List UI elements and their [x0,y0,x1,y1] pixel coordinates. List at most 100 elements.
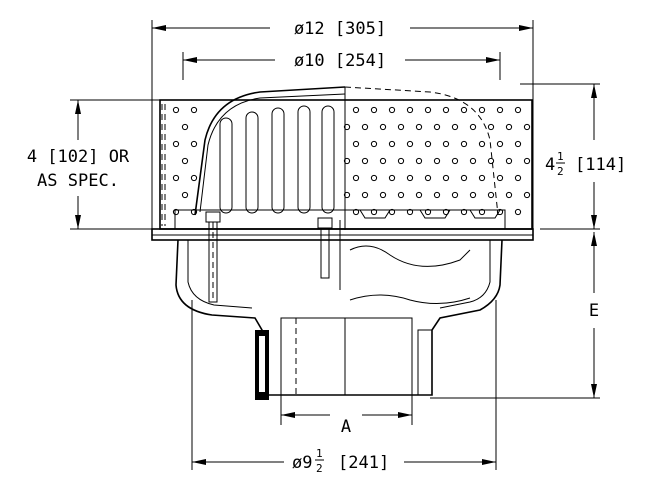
dome-height-dimension: 4 1 2 [114] [520,83,626,230]
perforation-hole [406,140,414,148]
dome-strainer [194,86,499,230]
perforation-hole [496,140,504,148]
perforation-hole [388,140,396,148]
perforation-hole [370,140,378,148]
perforation-hole [370,174,378,182]
perforation-hole [352,106,360,114]
perforation-hole [352,208,360,216]
dimension-a: A [280,395,413,437]
perforation-hole [352,140,360,148]
perforation-hole [406,174,414,182]
perforation-hole [496,174,504,182]
perforation-hole [181,123,189,131]
perforation-hole [415,123,423,131]
perforation-hole [523,191,531,199]
perforation-hole [352,174,360,182]
perforation-hole [361,123,369,131]
perforation-hole [460,174,468,182]
perforation-hole [388,208,396,216]
flange-height-label-line2: AS SPEC. [37,171,119,191]
perforation-hole [523,123,531,131]
flange-assembly [151,209,534,241]
perforation-hole [478,106,486,114]
perforation-hole [190,140,198,148]
perforation-hole [181,191,189,199]
perforation-hole [190,106,198,114]
overall-diameter-label: ø12 [305] [294,19,386,39]
perforation-hole [433,191,441,199]
perforation-hole [424,208,432,216]
perforation-hole [406,106,414,114]
perforation-hole [505,123,513,131]
perforation-hole [469,191,477,199]
perforation-hole [415,191,423,199]
perforation-holes [172,106,531,216]
perforation-hole [460,140,468,148]
perforation-hole [424,140,432,148]
perforation-hole [460,106,468,114]
perforation-hole [415,157,423,165]
perforation-hole [190,174,198,182]
perforation-hole [451,191,459,199]
perforation-hole [487,123,495,131]
perforation-hole [343,123,351,131]
dimension-a-label: A [341,417,351,437]
perforation-hole [478,208,486,216]
perforation-hole [442,106,450,114]
perforation-hole [478,140,486,148]
perforation-hole [406,208,414,216]
perforation-hole [343,191,351,199]
clamp-bolts [205,211,341,303]
perforation-hole [397,157,405,165]
perforation-hole [397,123,405,131]
perforation-hole [370,208,378,216]
body-diameter-metric: [241] [338,453,389,473]
body-diameter-prefix: ø9 [292,453,312,473]
perforation-hole [370,106,378,114]
perforation-hole [172,106,180,114]
perforation-hole [172,174,180,182]
perforation-hole [451,157,459,165]
perforation-hole [478,174,486,182]
perforation-hole [514,140,522,148]
perforation-hole [451,123,459,131]
perforation-hole [379,157,387,165]
perforation-hole [397,191,405,199]
perforation-hole [460,208,468,216]
perforation-hole [424,106,432,114]
perforation-hole [469,157,477,165]
perforation-hole [424,174,432,182]
perforation-hole [379,191,387,199]
perforation-hole [361,157,369,165]
dome-height-fraction-den: 2 [557,165,564,178]
perforation-hole [505,157,513,165]
dome-diameter-dimension: ø10 [254] [182,51,501,80]
body-diameter-fraction-num: 1 [316,447,323,460]
flange-height-label-line1: 4 [102] OR [27,147,130,167]
perforation-hole [442,140,450,148]
perforation-hole [514,106,522,114]
perforation-hole [388,174,396,182]
dimension-e-label: E [589,301,599,321]
perforation-hole [361,191,369,199]
dome-height-metric: [114] [575,155,626,175]
perforation-hole [514,174,522,182]
perforation-hole [496,106,504,114]
perforation-hole [514,208,522,216]
perforation-hole [388,106,396,114]
body-diameter-fraction-den: 2 [316,462,323,475]
overall-diameter-dimension: ø12 [305] [151,19,534,238]
perforation-hole [181,157,189,165]
drain-body [175,239,503,400]
perforation-hole [523,157,531,165]
dimension-e: E [430,232,600,399]
perforation-hole [505,191,513,199]
dome-diameter-label: ø10 [254] [294,51,386,71]
perforation-hole [172,140,180,148]
flange-height-dimension: 4 [102] OR AS SPEC. [27,99,160,230]
perforation-hole [343,157,351,165]
perforation-hole [487,191,495,199]
perforation-hole [433,157,441,165]
dome-height-whole: 4 [545,155,555,175]
